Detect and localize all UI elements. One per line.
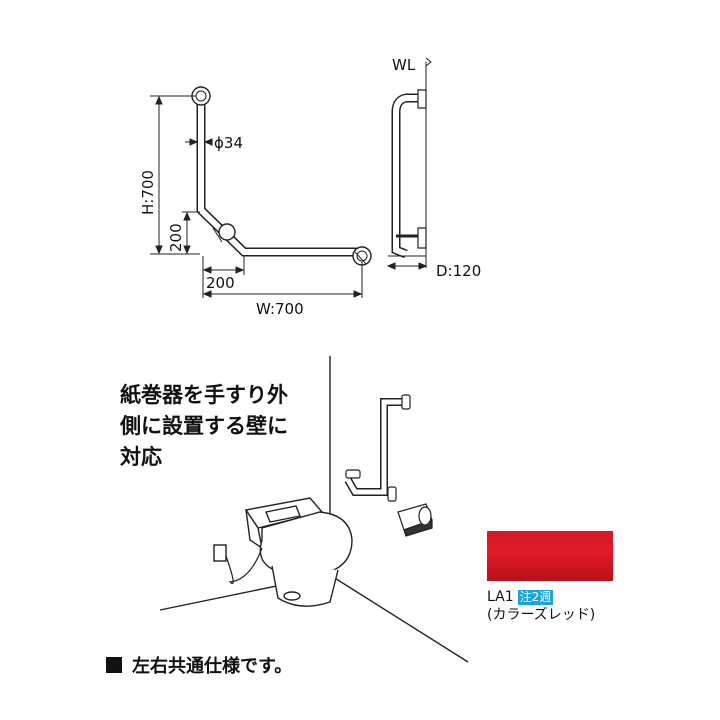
dimension-lines: [150, 95, 363, 298]
handrail-illustration: [344, 394, 411, 502]
wall-label: WL: [392, 56, 416, 74]
footer-text: 左右共通仕様です。: [132, 656, 293, 677]
color-code: LA1: [487, 589, 514, 605]
paper-holder-illustration: [397, 503, 433, 537]
front-view-handrail: [191, 86, 372, 266]
description-text: 紙巻器を手すり外 側に設置する壁に 対応: [120, 383, 288, 469]
side-view-handrail: [386, 57, 432, 270]
toilet-illustration: [213, 497, 353, 607]
width-label: W:700: [256, 300, 304, 318]
diameter-label: ϕ34: [214, 134, 243, 152]
footer-note: 左右共通仕様です。: [106, 652, 292, 678]
depth-label: D:120: [436, 262, 481, 280]
color-swatch: [487, 531, 613, 581]
height-label: H:700: [139, 170, 157, 215]
note-badge: 注2週: [517, 590, 554, 605]
width-inner-label: 200: [206, 274, 235, 292]
square-bullet-icon: [106, 657, 122, 673]
color-name: (カラーズレッド): [487, 607, 596, 623]
lower-height-label: 200: [167, 223, 185, 252]
